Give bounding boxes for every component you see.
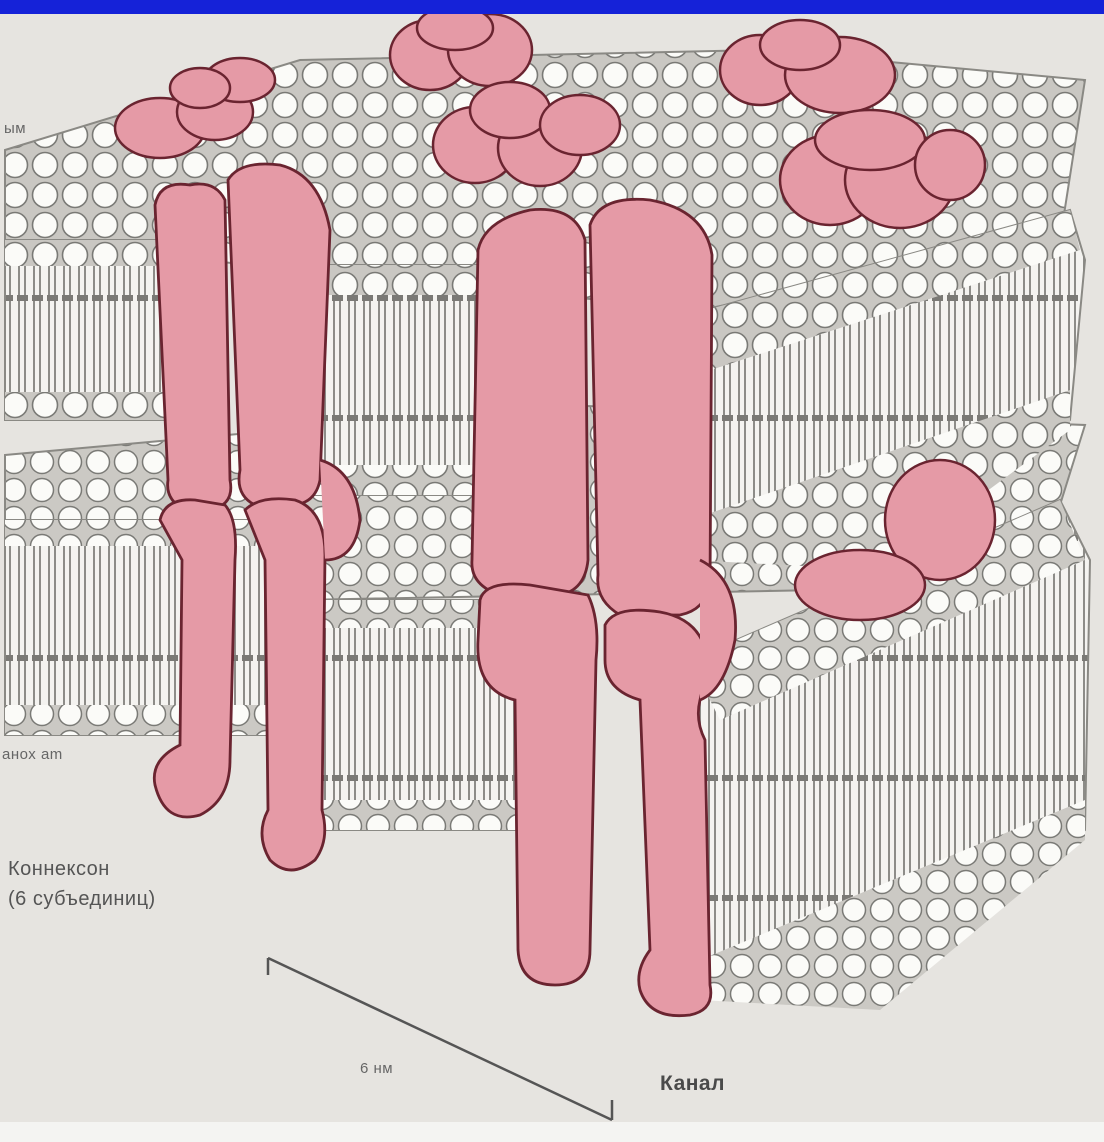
connexon-top-4 [720, 20, 895, 113]
label-channel: Канал [660, 1072, 725, 1096]
top-frame-border [0, 0, 1104, 14]
label-connexon-subunits: (6 субъединиц) [8, 888, 156, 911]
bottom-strip [0, 1122, 1104, 1142]
label-left-mid: анох am [2, 746, 63, 763]
connexon-channel-center [472, 199, 736, 1015]
connexon-top-2 [390, 6, 532, 90]
label-connexon: Коннексон [8, 858, 110, 881]
label-scale: 6 нм [360, 1060, 393, 1077]
label-left-top: ым [4, 120, 26, 137]
